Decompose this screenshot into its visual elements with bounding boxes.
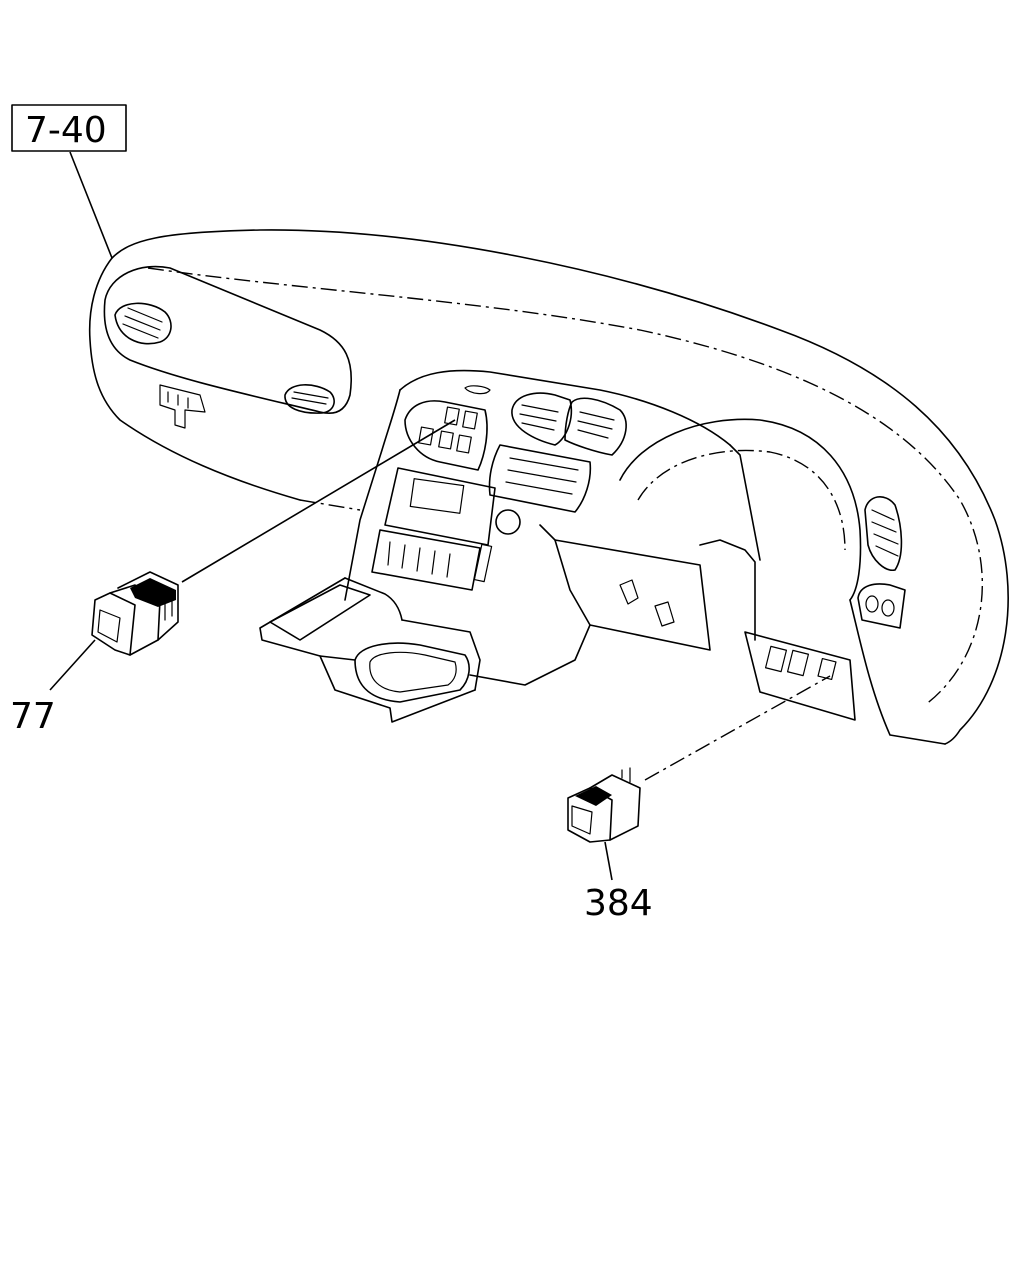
lower-right-switch-panel (744, 631, 856, 721)
center-vent-right (564, 397, 627, 456)
dashboard-inner-contour (147, 267, 984, 706)
switch-77-pins (164, 591, 173, 621)
knee-panel (554, 539, 711, 651)
switch-384-lens (571, 805, 593, 835)
switch-slot-1 (418, 426, 434, 446)
lower-right-slot-2 (786, 649, 810, 677)
switch-slot-4 (444, 406, 460, 426)
switch-part-384 (567, 675, 831, 843)
reference-callout: 7-40 (11, 104, 127, 259)
center-vent-right-louvers (577, 411, 615, 439)
radio-unit (384, 467, 496, 546)
hazard-slot (464, 385, 491, 395)
dashboard-right-lower (849, 599, 946, 745)
right-switch-housing (857, 583, 906, 629)
part-384-leader (604, 841, 613, 881)
reference-leader (69, 151, 113, 259)
left-panel (103, 265, 352, 414)
left-center-vent (284, 384, 335, 414)
lower-right-slot-3 (817, 657, 837, 681)
left-vent (114, 302, 172, 345)
cluster-hood (619, 418, 862, 601)
dashboard-top-edge (111, 229, 1009, 745)
console-cupholder (354, 642, 470, 703)
part-77-label: 77 (10, 696, 56, 737)
switch-77-locator-line (181, 419, 456, 583)
right-vent-louvers (871, 509, 899, 557)
console-front-edge (319, 655, 356, 661)
knee-panel-cutout-2 (654, 601, 675, 627)
climate-panel-lines (505, 457, 579, 495)
console-outline (259, 577, 476, 723)
switch-384-top-shading (575, 786, 612, 806)
knee-panel-right-edge (699, 539, 756, 641)
right-switch-1 (865, 595, 879, 613)
reference-box (11, 104, 127, 152)
left-vent-louvers (122, 307, 163, 339)
center-vent-left (511, 392, 573, 446)
console-right-side (401, 619, 481, 691)
climate-panel (488, 444, 592, 513)
center-vent-left-louvers (519, 404, 559, 431)
dashboard-left-end (88, 257, 301, 501)
center-stack-left (344, 389, 401, 601)
lower-right-slot-1 (764, 645, 788, 673)
right-vent (864, 496, 903, 571)
knee-panel-lower (469, 624, 591, 686)
console-cupholder-inner (369, 651, 457, 693)
console-tray (269, 584, 371, 641)
switch-slot-5 (462, 410, 478, 430)
right-switch-2 (881, 599, 895, 617)
lower-control-slot (473, 543, 493, 583)
switch-slot-3 (456, 434, 472, 454)
switch-77-rear (117, 571, 179, 641)
switch-part-77 (91, 419, 456, 656)
reference-label: 7-40 (25, 110, 107, 151)
cluster-hood-inner (637, 449, 846, 551)
switch-77-lens (97, 609, 121, 643)
left-center-vent-louvers (291, 391, 329, 405)
part-384-label: 384 (584, 883, 653, 924)
switch-bezel (404, 400, 488, 471)
switch-slot-2 (438, 430, 454, 450)
part-77-leader (49, 639, 96, 691)
knee-panel-top (539, 524, 556, 541)
dashboard-assembly (88, 229, 1009, 745)
radio-display (409, 478, 465, 514)
knee-panel-cutout-1 (619, 579, 639, 605)
switch-384-body (589, 774, 641, 841)
cluster-divider (729, 444, 761, 561)
switch-77-top-shading (130, 578, 176, 607)
lower-control-panel (371, 529, 481, 591)
left-bracket (159, 384, 206, 429)
dashboard-left-underside (299, 499, 361, 511)
switch-384-pins (621, 767, 631, 783)
lower-control-buttons (387, 541, 451, 578)
radio-knob (495, 509, 521, 535)
switch-384-locator-line (644, 675, 831, 781)
left-bracket-detail (167, 391, 189, 409)
console-top-ridge (344, 577, 403, 621)
